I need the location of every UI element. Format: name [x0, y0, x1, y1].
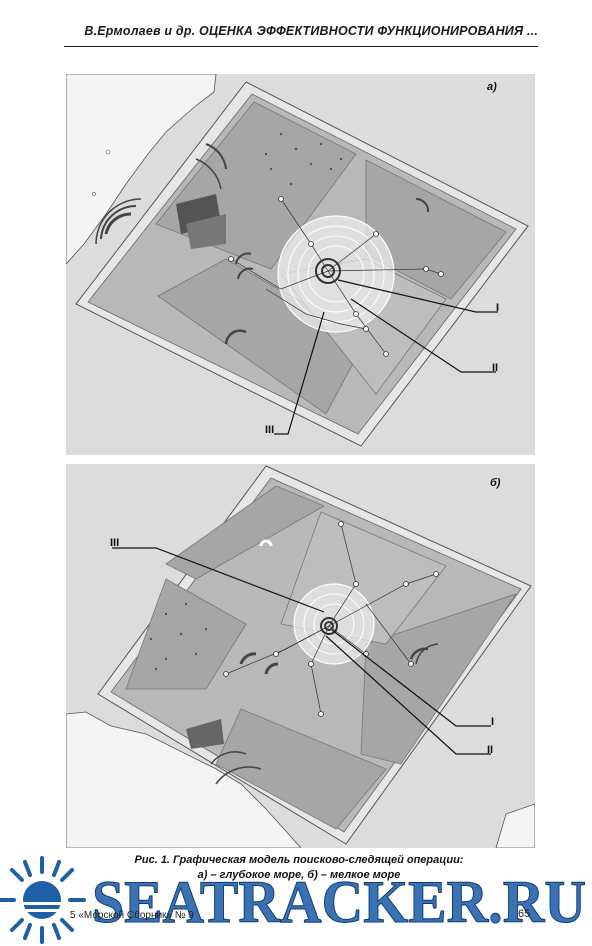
callout-leaders-b — [112, 547, 491, 755]
running-head: В.Ермолаев и др. ОЦЕНКА ЭФФЕКТИВНОСТИ ФУ… — [84, 24, 538, 38]
header-rule — [64, 46, 538, 47]
footer-journal-issue: 5 «Морской Сборник» № 9 — [70, 910, 194, 921]
sector-b3 — [360, 593, 517, 765]
sector-b4 — [215, 708, 387, 830]
seatracker-watermark: SEATRACKER.RU — [0, 856, 587, 944]
track-lines-b — [225, 523, 437, 715]
callout-label-a-2: II — [492, 362, 499, 374]
sector-b2 — [125, 578, 247, 690]
grid-markers-b — [149, 602, 208, 671]
figure-a-map — [66, 74, 529, 447]
page-number: 65 — [518, 908, 531, 920]
figure-caption-subtitle: а) – глубокое море, б) – мелкое море — [197, 869, 401, 881]
coastline-b — [66, 711, 302, 848]
panel-label-a: а) — [487, 81, 497, 93]
callout-label-a-1: I — [496, 302, 500, 314]
sonar-fans-a — [95, 143, 430, 345]
callout-leaders-a — [274, 279, 498, 435]
figure-a-deep-sea: а) I II III — [66, 74, 535, 455]
figure-b-shallow-sea: б) III I II — [66, 464, 535, 848]
track-points-a — [228, 196, 444, 357]
search-rings-b — [293, 583, 375, 665]
track-lines-a — [230, 198, 442, 355]
coastline-a — [66, 74, 217, 265]
panel-label-b: б) — [490, 477, 501, 489]
figure-b-map — [66, 465, 535, 848]
sector-b1 — [165, 485, 325, 580]
sonar-fans-b — [186, 539, 439, 785]
callout-label-b-1: III — [110, 537, 120, 549]
sector-a2 — [365, 159, 507, 300]
grid-markers-a — [264, 132, 343, 186]
callout-label-b-3: II — [487, 744, 494, 756]
figure-caption-title: Рис. 1. Графическая модель поисково-след… — [134, 854, 464, 866]
callout-label-b-2: I — [491, 716, 495, 728]
callout-label-a-3: III — [265, 424, 275, 436]
